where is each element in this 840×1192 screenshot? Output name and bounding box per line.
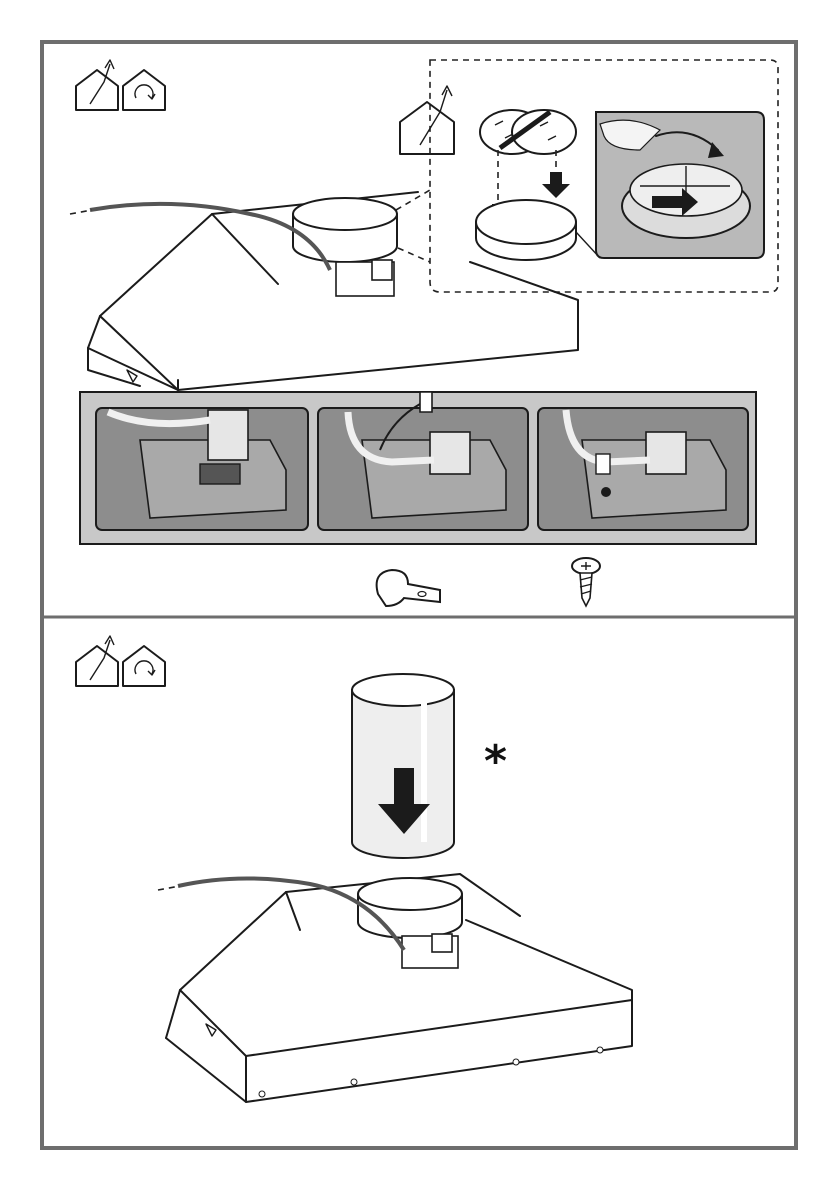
down-arrow-icon [542, 172, 570, 198]
duct-pipe [352, 674, 454, 858]
duct-collar [476, 200, 576, 260]
damper-flaps [480, 110, 576, 154]
callout-leader [398, 248, 430, 262]
ducted-exhaust-icon [76, 60, 118, 110]
screw-icon [572, 558, 600, 606]
recirculation-icon [123, 70, 165, 110]
cable-end [158, 886, 180, 890]
note-asterisk: * [484, 740, 507, 784]
detail-step-3 [538, 408, 748, 530]
cable-clip-icon [377, 570, 440, 606]
cooker-hood [166, 874, 632, 1102]
top-panel [70, 60, 778, 606]
cable-end [70, 210, 92, 214]
ducted-exhaust-icon [400, 86, 454, 154]
cable-fixing-steps [80, 392, 756, 544]
ducted-exhaust-icon [76, 636, 118, 686]
recirculation-icon [123, 646, 165, 686]
bottom-panel [76, 636, 632, 1102]
detail-step-1 [96, 408, 308, 530]
damper-detail [576, 112, 764, 258]
detail-step-2 [318, 392, 528, 530]
